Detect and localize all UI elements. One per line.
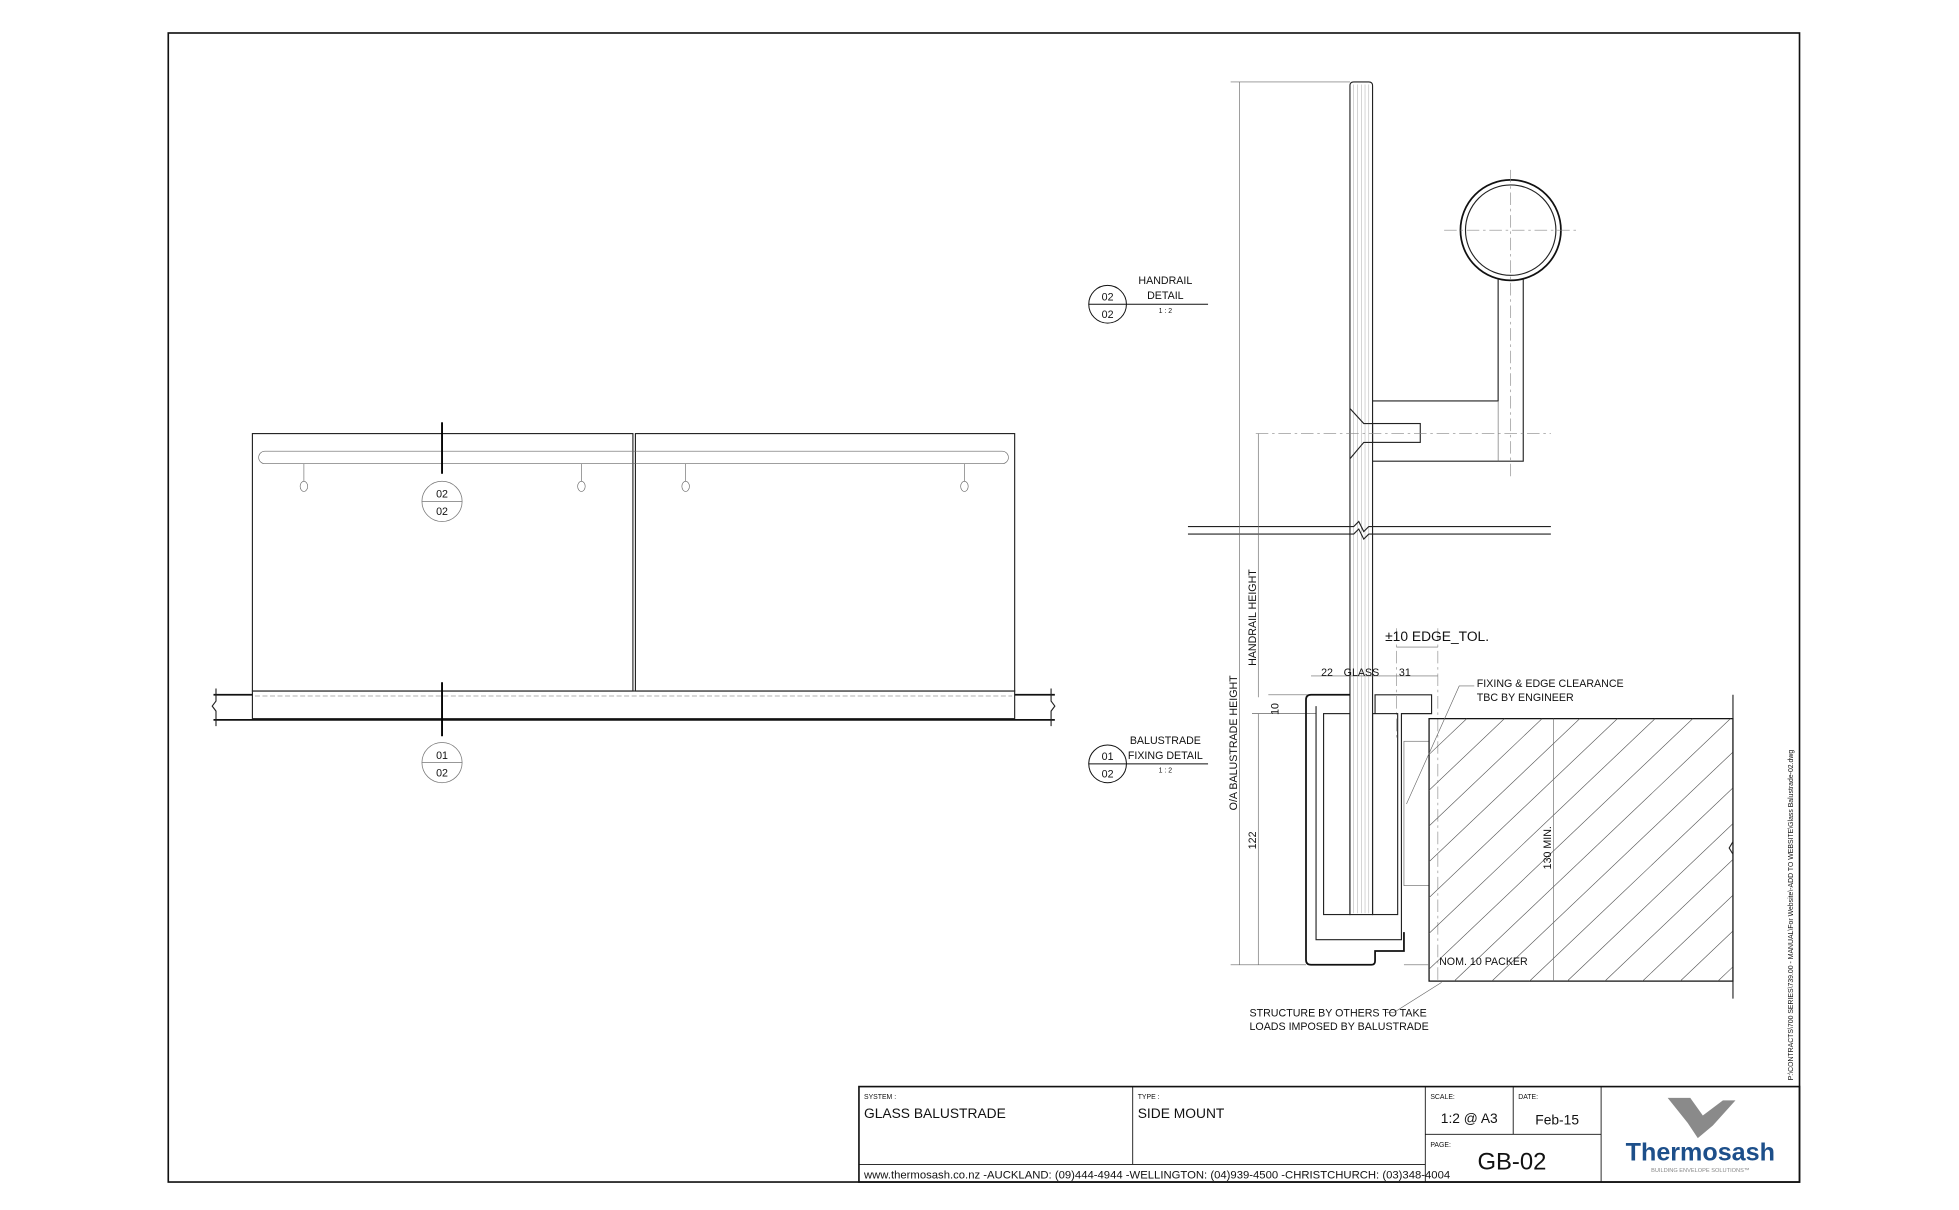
svg-text:1 : 2: 1 : 2 bbox=[1159, 768, 1173, 775]
svg-text:122: 122 bbox=[1247, 831, 1259, 849]
section-detail: O/A BALUSTRADE HEIGHT HANDRAIL HEIGHT 12… bbox=[1187, 81, 1959, 1033]
svg-text:STRUCTURE BY OTHERS TO TAKE: STRUCTURE BY OTHERS TO TAKE bbox=[1249, 1007, 1426, 1019]
balustrade-elevation bbox=[211, 422, 1056, 737]
contact-line: www.thermosash.co.nz -AUCKLAND: (09)444-… bbox=[863, 1169, 1450, 1181]
svg-text:01: 01 bbox=[1102, 751, 1114, 763]
svg-text:TBC BY ENGINEER: TBC BY ENGINEER bbox=[1477, 692, 1574, 704]
date-label: DATE: bbox=[1518, 1094, 1538, 1101]
svg-text:02: 02 bbox=[1102, 291, 1114, 303]
hatch-line bbox=[1429, 718, 1505, 791]
hatch-line bbox=[1529, 787, 1733, 982]
hatch-line bbox=[1429, 718, 1618, 899]
svg-text:BUILDING ENVELOPE SOLUTIONS™: BUILDING ENVELOPE SOLUTIONS™ bbox=[1651, 1168, 1749, 1174]
svg-text:LOADS IMPOSED BY BALUSTRADE: LOADS IMPOSED BY BALUSTRADE bbox=[1249, 1021, 1428, 1033]
svg-text:22: 22 bbox=[1321, 667, 1333, 679]
svg-text:10: 10 bbox=[1269, 703, 1281, 715]
svg-text:02: 02 bbox=[1102, 309, 1114, 321]
type-label: TYPE : bbox=[1138, 1094, 1160, 1101]
hatch-line bbox=[1717, 966, 1733, 982]
hatch-line bbox=[1491, 751, 1733, 982]
hatch-line bbox=[1756, 719, 1959, 981]
svg-text:DETAIL: DETAIL bbox=[1147, 290, 1184, 302]
scale-label: SCALE: bbox=[1430, 1094, 1455, 1101]
hatch-line bbox=[1566, 823, 1733, 982]
hatch-line bbox=[1429, 718, 1580, 863]
svg-text:FIXING & EDGE CLEARANCE: FIXING & EDGE CLEARANCE bbox=[1477, 678, 1624, 690]
svg-text:BALUSTRADE: BALUSTRADE bbox=[1130, 735, 1201, 747]
hatch-line bbox=[1453, 718, 1731, 982]
svg-text:HANDRAIL: HANDRAIL bbox=[1138, 275, 1192, 287]
page-value: GB-02 bbox=[1477, 1148, 1546, 1175]
hatch-line bbox=[1680, 930, 1733, 982]
svg-text:FIXING DETAIL: FIXING DETAIL bbox=[1128, 750, 1203, 762]
marker-sheet: 02 bbox=[436, 767, 448, 779]
section-marker-handrail[interactable]: 02 02 bbox=[421, 480, 463, 522]
file-path: P:\CONTRACTS\700 SERIES\739.00 - MANUAL\… bbox=[1788, 750, 1795, 1081]
svg-text:O/A BALUSTRADE HEIGHT: O/A BALUSTRADE HEIGHT bbox=[1228, 675, 1240, 810]
marker-sheet: 02 bbox=[436, 506, 448, 518]
svg-text:HANDRAIL HEIGHT: HANDRAIL HEIGHT bbox=[1247, 569, 1259, 666]
hatch-line bbox=[1604, 858, 1733, 982]
svg-text:Thermosash: Thermosash bbox=[1626, 1139, 1775, 1167]
hatch-line bbox=[1429, 718, 1656, 934]
marker-ref: 02 bbox=[436, 489, 448, 501]
callout-handrail-detail: 02 02 HANDRAIL DETAIL 1 : 2 bbox=[1088, 275, 1209, 324]
thermosash-logo: Thermosash BUILDING ENVELOPE SOLUTIONS™ bbox=[1626, 1097, 1775, 1174]
bird-icon bbox=[1667, 1097, 1736, 1139]
hatch-line bbox=[1642, 894, 1733, 982]
page-label: PAGE: bbox=[1430, 1142, 1451, 1149]
title-block: SYSTEM : GLASS BALUSTRADE TYPE : SIDE MO… bbox=[858, 1085, 1801, 1183]
system-value: GLASS BALUSTRADE bbox=[864, 1105, 1006, 1121]
date-value: Feb-15 bbox=[1535, 1111, 1579, 1127]
svg-text:1 : 2: 1 : 2 bbox=[1159, 308, 1173, 315]
svg-text:NOM. 10 PACKER: NOM. 10 PACKER bbox=[1439, 956, 1528, 968]
scale-value: 1:2 @ A3 bbox=[1441, 1110, 1498, 1126]
svg-text:130 MIN.: 130 MIN. bbox=[1542, 826, 1554, 869]
svg-text:GLASS: GLASS bbox=[1344, 667, 1380, 679]
type-value: SIDE MOUNT bbox=[1138, 1105, 1225, 1121]
callout-balustrade-fixing-detail: 01 02 BALUSTRADE FIXING DETAIL 1 : 2 bbox=[1088, 735, 1209, 784]
system-label: SYSTEM : bbox=[864, 1094, 896, 1101]
marker-ref: 01 bbox=[436, 750, 448, 762]
hatch-line bbox=[1429, 718, 1543, 827]
svg-text:02: 02 bbox=[1102, 769, 1114, 781]
svg-text:±10 EDGE_TOL.: ±10 EDGE_TOL. bbox=[1385, 628, 1489, 644]
handrail-brackets bbox=[299, 463, 969, 492]
hatch-line bbox=[1429, 718, 1693, 970]
svg-text:31: 31 bbox=[1399, 667, 1411, 679]
section-marker-fixing[interactable]: 01 02 bbox=[421, 742, 463, 784]
